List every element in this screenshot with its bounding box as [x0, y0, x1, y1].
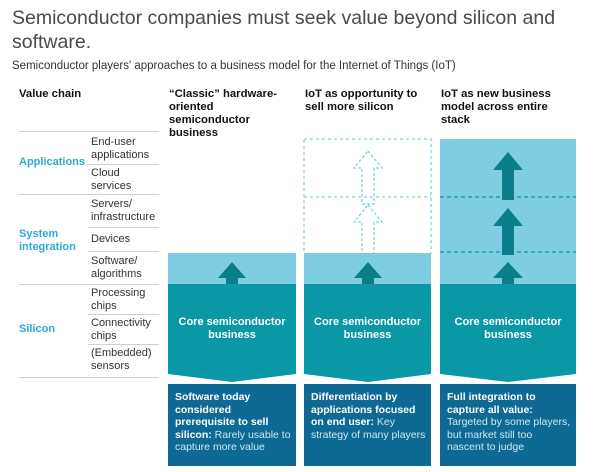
item-end-user-applications: End-user applications [91, 136, 150, 161]
classic-description-bold: Software today considered prerequisite t… [175, 391, 269, 441]
divider-silicon-inner-1 [88, 314, 159, 315]
classic-pointer [168, 374, 296, 382]
divider-system-inner-1 [88, 227, 159, 228]
item-servers-infrastructure: Servers/ infrastructure [91, 198, 156, 223]
classic-bottom-box [168, 384, 296, 466]
group-label-system-integration: System integration [19, 228, 76, 253]
iot-stack-pointer [440, 374, 576, 382]
iot-silicon-pointer [304, 374, 431, 382]
item-devices: Devices [91, 233, 131, 245]
divider-system-inner-2 [88, 251, 159, 252]
item-processing-chips: Processing chips [91, 287, 146, 312]
iot-silicon-description-bold: Differentiation by applications focused … [311, 391, 416, 428]
item-software-algorithms: Software/ algorithms [91, 255, 142, 280]
iot-stack-arrow-bottom [493, 262, 523, 284]
divider-silicon-inner-2 [88, 344, 159, 345]
divider-bottom [19, 377, 159, 378]
classic-core-block [168, 284, 296, 374]
iot-stack-description-normal: Targeted by some players, but market sti… [447, 416, 571, 453]
iot-stack-arrow-mid [493, 208, 523, 255]
page-subtitle: Semiconductor players' approaches to a b… [12, 60, 456, 72]
group-label-silicon: Silicon [19, 323, 56, 335]
iot-stack-description: Full integration to capture all value: T… [447, 391, 571, 454]
classic-description-normal: Rarely usable to capture more value [175, 428, 291, 454]
iot-silicon-up-arrow [354, 262, 382, 284]
classic-description: Software today considered prerequisite t… [175, 391, 291, 454]
iot-silicon-core-label: Core semiconductor business [314, 316, 421, 341]
iot-silicon-core-block [304, 284, 431, 374]
classic-up-arrow [218, 262, 246, 284]
classic-core-label: Core semiconductor business [178, 316, 286, 341]
column-header-iot-stack: IoT as new business model across entire … [441, 88, 551, 126]
divider-apps-system [19, 194, 159, 195]
page-title: Semiconductor companies must seek value … [12, 7, 556, 53]
iot-stack-core-block [440, 284, 576, 374]
iot-stack-description-bold: Full integration to capture all value: [447, 391, 536, 416]
value-chain-header: Value chain [19, 88, 82, 100]
iot-silicon-dashed-arrow-top [352, 150, 384, 205]
iot-stack-core-label: Core semiconductor business [454, 316, 562, 341]
divider-system-silicon [19, 284, 159, 285]
item-connectivity-chips: Connectivity chips [91, 317, 151, 342]
item-cloud-services: Cloud services [91, 167, 132, 192]
iot-silicon-description-normal: Key strategy of many players [311, 416, 426, 441]
iot-silicon-dashed-arrow-mid [352, 204, 384, 259]
divider-top [19, 131, 159, 132]
column-header-classic: “Classic” hardware-oriented semiconducto… [169, 88, 277, 139]
iot-silicon-bottom-box [304, 384, 431, 466]
group-label-applications: Applications [19, 156, 86, 168]
column-header-iot-silicon: IoT as opportunity to sell more silicon [305, 88, 418, 113]
iot-silicon-description: Differentiation by applications focused … [311, 391, 427, 441]
divider-apps-inner [88, 164, 159, 165]
iot-stack-arrow-top [493, 152, 523, 200]
iot-stack-bottom-box [440, 384, 576, 466]
item-embedded-sensors: (Embedded) sensors [91, 347, 152, 372]
